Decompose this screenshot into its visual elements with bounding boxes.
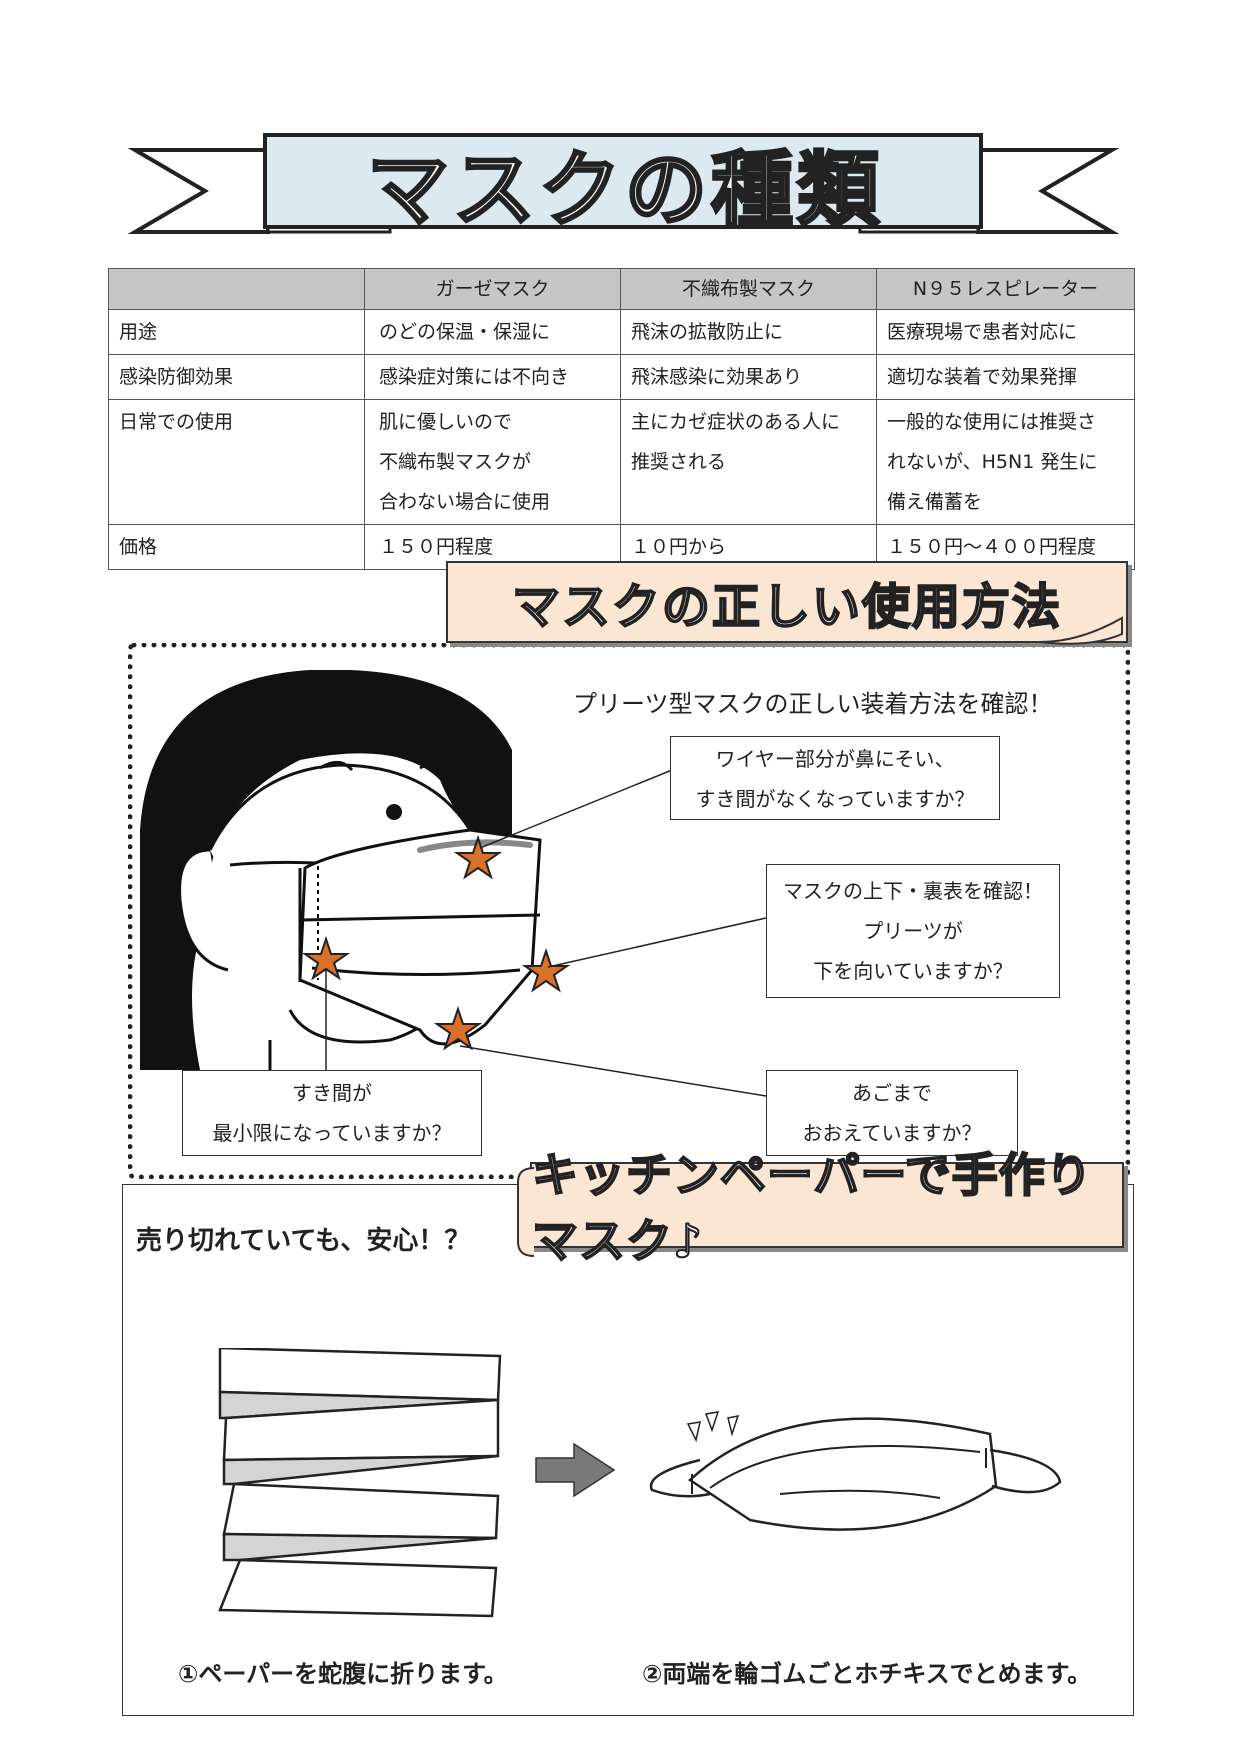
row-label: 用途 [108, 309, 365, 355]
callout-chin: あごまで おおえていますか？ [766, 1070, 1018, 1156]
usage-section-header: マスクの正しい使用方法 [446, 561, 1128, 643]
finished-mask-illustration [649, 1411, 1062, 1531]
table-row: 用途 のどの保温・保湿に 飛沫の拡散防止に 医療現場で患者対応に [108, 309, 1135, 355]
table-cell: 飛沫の拡散防止に [620, 309, 877, 355]
table-cell: 飛沫感染に効果あり [620, 354, 877, 400]
face-with-mask-illustration [140, 670, 542, 1070]
mask-comparison-table: ガーゼマスク 不織布製マスク N９５レスピレーター 用途 のどの保温・保湿に 飛… [108, 268, 1135, 570]
callout-line: プリーツが [863, 919, 963, 943]
callout-wire: ワイヤー部分が鼻にそい、 すき間がなくなっていますか？ [670, 736, 1000, 820]
pleat-heading: プリーツ型マスクの正しい装着方法を確認！ [573, 690, 1053, 718]
table-cell: 肌に優しいので 不織布製マスクが 合わない場合に使用 [364, 399, 621, 525]
cell-line: 合わない場合に使用 [379, 491, 551, 513]
cell-line: れないが、H5N1 発生に [887, 451, 1098, 473]
step-1-caption: ①ペーパーを蛇腹に折ります。 [178, 1660, 508, 1688]
table-header-cell: ガーゼマスク [364, 268, 621, 310]
folded-paper-illustration [218, 1348, 502, 1618]
page-title: マスクの種類 [365, 141, 883, 239]
table-cell: 感染症対策には不向き [364, 354, 621, 400]
step-2-caption: ②両端を輪ゴムごとホチキスでとめます。 [642, 1660, 1092, 1688]
cell-line: 一般的な使用には推奨さ [887, 411, 1097, 433]
callout-line: すき間がなくなっていますか？ [695, 787, 975, 811]
callout-line: すき間が [292, 1081, 372, 1105]
cell-line: 不織布製マスクが [379, 451, 532, 473]
cell-line: 主にカゼ症状のある人に [631, 411, 841, 433]
callout-gap: すき間が 最小限になっていますか？ [182, 1070, 482, 1156]
callout-line: 最小限になっていますか？ [212, 1121, 452, 1145]
title-banner: マスクの種類 [0, 0, 1240, 260]
ribbon-graphic [127, 133, 1120, 234]
row-label: 価格 [108, 524, 365, 570]
star-icon [453, 834, 503, 880]
callout-line: マスクの上下・裏表を確認！ [783, 879, 1043, 903]
scroll-curl-decoration [1039, 616, 1123, 645]
kitchen-paper-subtitle: 売り切れていても、安心！？ [136, 1226, 471, 1256]
marker-stars [301, 834, 571, 1051]
table-header-row: ガーゼマスク 不織布製マスク N９５レスピレーター [108, 268, 1135, 310]
table-cell: 適切な装着で効果発揮 [876, 354, 1135, 400]
callout-line: ワイヤー部分が鼻にそい、 [715, 747, 955, 771]
table-row: 感染防御効果 感染症対策には不向き 飛沫感染に効果あり 適切な装着で効果発揮 [108, 354, 1135, 400]
star-icon [301, 935, 351, 981]
row-label: 感染防御効果 [108, 354, 365, 400]
callout-line: 下を向いていますか？ [813, 959, 1013, 983]
callout-line: おおえていますか？ [802, 1121, 982, 1145]
callout-up-down: マスクの上下・裏表を確認！ プリーツが 下を向いていますか？ [766, 864, 1060, 998]
table-header-cell: N９５レスピレーター [876, 268, 1135, 310]
scroll-left-curl [517, 1167, 535, 1257]
star-icon [433, 1005, 483, 1051]
table-header-cell: 不織布製マスク [620, 268, 877, 310]
star-icon [521, 947, 571, 993]
kitchen-paper-title: キッチンペーパーで手作りマスク♪ [530, 1147, 1124, 1269]
table-header-cell [108, 268, 365, 310]
row-label: 日常での使用 [108, 399, 365, 525]
arrow-right-icon [535, 1442, 616, 1498]
table-cell: 主にカゼ症状のある人に 推奨される [620, 399, 877, 525]
cell-line: 備え備蓄を [887, 491, 983, 513]
table-cell: のどの保温・保湿に [364, 309, 621, 355]
table-cell: 一般的な使用には推奨さ れないが、H5N1 発生に 備え備蓄を [876, 399, 1135, 525]
cell-line: 肌に優しいので [379, 411, 513, 433]
callout-line: あごまで [852, 1081, 932, 1105]
cell-line: 推奨される [631, 451, 727, 473]
table-row: 日常での使用 肌に優しいので 不織布製マスクが 合わない場合に使用 主にカゼ症状… [108, 399, 1135, 525]
table-cell: 医療現場で患者対応に [876, 309, 1135, 355]
